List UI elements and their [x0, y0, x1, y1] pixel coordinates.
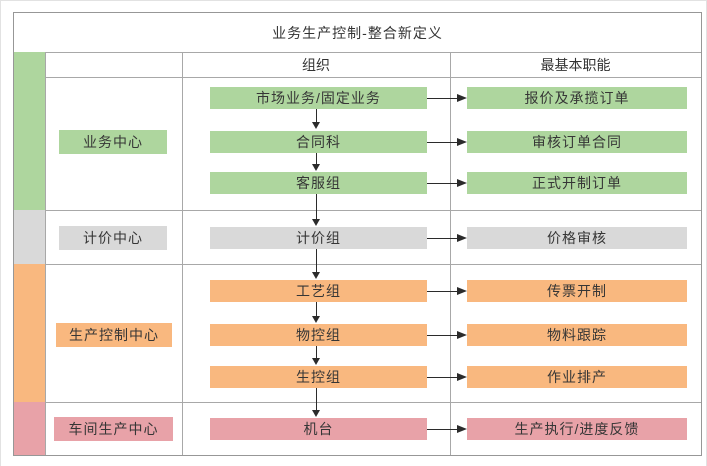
right-arrow-icon	[427, 331, 467, 339]
func-box-voucher-creation: 传票开制	[467, 280, 687, 302]
right-arrow-icon	[427, 94, 467, 102]
grid-line-section1-bottom	[14, 210, 701, 211]
org-box-material-control-group: 物控组	[210, 324, 427, 346]
grid-line-section3-bottom	[14, 402, 701, 403]
right-arrow-icon	[427, 287, 467, 295]
right-arrow-icon	[427, 425, 467, 433]
grid-line-header-bottom	[14, 77, 701, 78]
right-arrow-icon	[427, 234, 467, 242]
section-label-pricing-center: 计价中心	[59, 226, 167, 250]
down-arrow-icon	[312, 109, 320, 129]
section-strip-workshop	[14, 402, 45, 455]
func-box-material-tracking: 物料跟踪	[467, 324, 687, 346]
section-strip-production-control	[14, 264, 45, 402]
func-box-quotation-orders: 报价及承揽订单	[467, 87, 687, 109]
grid-line-section2-bottom	[14, 264, 701, 265]
func-box-price-review: 价格审核	[467, 227, 687, 249]
func-box-job-scheduling: 作业排产	[467, 366, 687, 388]
column-header-function: 最基本职能	[540, 56, 611, 73]
section-strip-pricing	[14, 210, 45, 264]
org-box-production-control-group: 生控组	[210, 366, 427, 388]
section-label-production-control-center: 生产控制中心	[56, 323, 172, 347]
down-arrow-icon	[312, 346, 320, 365]
section-label-workshop-center: 车间生产中心	[54, 417, 173, 441]
func-box-formal-orders: 正式开制订单	[467, 172, 687, 194]
org-box-machine-station: 机台	[210, 418, 427, 440]
column-header-organization: 组织	[302, 56, 330, 73]
diagram-table: 业务生产控制-整合新定义 组织 最基本职能 业务中心 计价中心 生产控制中心 车…	[13, 12, 702, 456]
org-box-market-business: 市场业务/固定业务	[210, 87, 427, 109]
org-box-process-group: 工艺组	[210, 280, 427, 302]
down-arrow-icon	[312, 388, 320, 417]
down-arrow-icon	[312, 194, 320, 226]
grid-line-strip-right	[45, 52, 46, 455]
grid-line-org-right	[450, 52, 451, 455]
section-label-business-center: 业务中心	[59, 130, 167, 154]
grid-line-label-right	[182, 52, 183, 455]
org-box-customer-service: 客服组	[210, 172, 427, 194]
page-title: 业务生产控制-整合新定义	[272, 24, 443, 41]
down-arrow-icon	[312, 302, 320, 323]
grid-line-title-bottom	[14, 52, 701, 53]
func-box-production-feedback: 生产执行/进度反馈	[467, 418, 687, 440]
down-arrow-icon	[312, 249, 320, 279]
org-box-contract-section: 合同科	[210, 131, 427, 153]
org-box-pricing-group: 计价组	[210, 227, 427, 249]
right-arrow-icon	[427, 138, 467, 146]
func-box-review-contracts: 审核订单合同	[467, 131, 687, 153]
right-arrow-icon	[427, 373, 467, 381]
section-strip-business	[14, 52, 45, 210]
right-arrow-icon	[427, 179, 467, 187]
down-arrow-icon	[312, 153, 320, 171]
